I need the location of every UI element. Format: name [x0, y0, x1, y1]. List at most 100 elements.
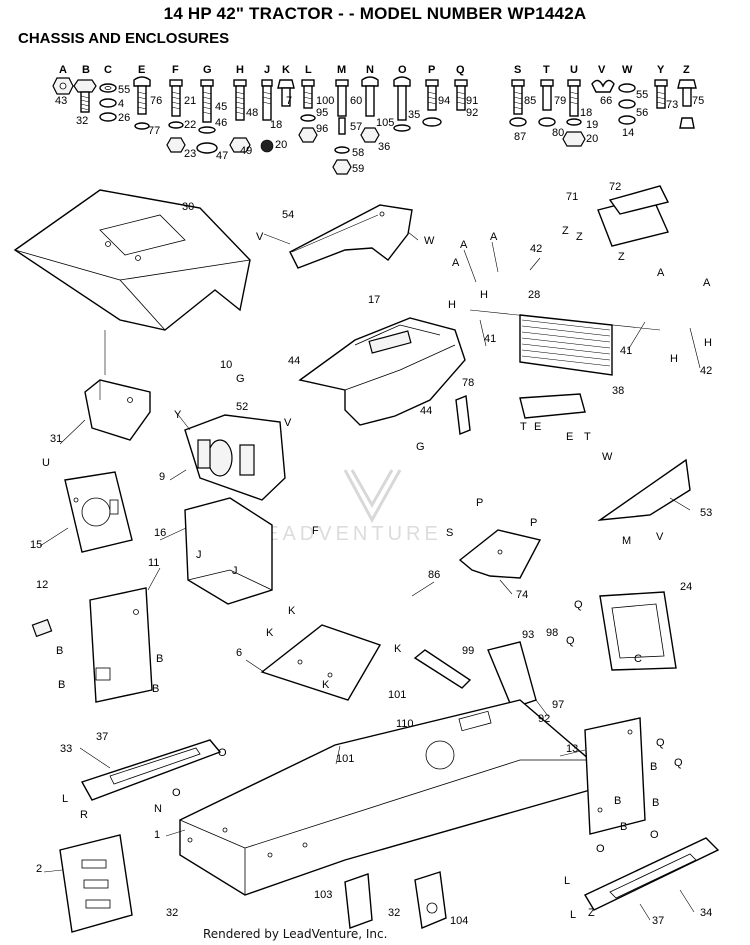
- hw-num: 55: [118, 84, 130, 96]
- callout: 37: [96, 731, 108, 743]
- hw-num: 22: [184, 119, 196, 131]
- ref-letter: B: [614, 795, 621, 807]
- hw-num: 14: [622, 127, 634, 139]
- ref-letter: F: [312, 525, 319, 537]
- hw-num: 35: [408, 109, 420, 121]
- hardware-letter-labels: A B C E F G H J K L M N O P Q S T U V W …: [59, 64, 690, 76]
- hw-num: 20: [586, 133, 598, 145]
- ref-letter: Q: [674, 757, 683, 769]
- ref-letter: K: [288, 605, 296, 617]
- part-decal-12: [31, 618, 53, 638]
- part-grille-cover: [298, 317, 466, 426]
- callout: 78: [462, 377, 474, 389]
- hw-num: 32: [76, 115, 88, 127]
- ref-letter: O: [172, 787, 181, 799]
- callout: 38: [612, 385, 624, 397]
- page-title: 14 HP 42" TRACTOR - - MODEL NUMBER WP144…: [163, 4, 587, 23]
- hw-letter-e: E: [138, 64, 145, 76]
- callout: 52: [236, 401, 248, 413]
- ref-letter: K: [266, 627, 274, 639]
- callout: 101: [388, 689, 406, 701]
- callout: 24: [680, 581, 692, 593]
- part-side-rail-54: [289, 204, 413, 269]
- footer-credit: Rendered by LeadVenture, Inc.: [203, 927, 388, 941]
- hw-letter-j: J: [264, 64, 270, 76]
- hw-num: 80: [552, 127, 564, 139]
- ref-letter: B: [652, 797, 659, 809]
- watermark-logo: LEADVENTURE: [250, 469, 442, 545]
- callout: 6: [236, 647, 242, 659]
- ref-letter: P: [530, 517, 537, 529]
- hw-num: 75: [692, 95, 704, 107]
- hw-num: 92: [466, 107, 478, 119]
- hardware-number-labels: 43 32 55 4 26 76 21 77 22 45 46 23 47 48…: [55, 84, 704, 175]
- hw-num: 36: [378, 141, 390, 153]
- part-bracket-74: [458, 529, 542, 579]
- part-dash-panel-9: [184, 414, 286, 501]
- hw-num: 73: [666, 99, 678, 111]
- callout: 9: [159, 471, 165, 483]
- ref-letter: V: [256, 231, 264, 243]
- part-bracket-93: [487, 641, 537, 709]
- hw-letter-n: N: [366, 64, 374, 76]
- hw-num: 49: [240, 145, 252, 157]
- part-bracket-103: [344, 873, 373, 929]
- ref-letter: O: [650, 829, 659, 841]
- ref-letter: G: [236, 373, 245, 385]
- hw-num: 55: [636, 89, 648, 101]
- callout: 30: [182, 201, 194, 213]
- ref-letter: J: [196, 549, 202, 561]
- ref-letter: A: [657, 267, 665, 279]
- callout: 16: [154, 527, 166, 539]
- section-subtitle: CHASSIS AND ENCLOSURES: [18, 30, 230, 47]
- ref-letter: Q: [656, 737, 665, 749]
- ref-letter: Z: [562, 225, 569, 237]
- watermark-text: LEADVENTURE: [250, 523, 442, 545]
- callout: 34: [700, 907, 712, 919]
- hw-letter-l: L: [305, 64, 312, 76]
- hw-num: 20: [275, 139, 287, 151]
- part-radiator-28: [469, 309, 661, 376]
- ref-letter: B: [58, 679, 65, 691]
- callout: 37: [652, 915, 664, 927]
- ref-letter: A: [703, 277, 711, 289]
- callout: 86: [428, 569, 440, 581]
- hw-num: 56: [636, 107, 648, 119]
- hw-letter-q: Q: [456, 64, 465, 76]
- ref-letter: J: [232, 565, 238, 577]
- hw-num: 18: [270, 119, 282, 131]
- callout: 110: [396, 718, 414, 730]
- hw-num: 26: [118, 112, 130, 124]
- callout: 104: [450, 915, 468, 927]
- part-shroud-16: [184, 497, 273, 605]
- hw-letter-z: Z: [683, 64, 690, 76]
- hw-num: 23: [184, 148, 196, 160]
- hw-num: 79: [554, 95, 566, 107]
- callout: 17: [368, 294, 380, 306]
- callout: 103: [314, 889, 332, 901]
- ref-letter: B: [156, 653, 163, 665]
- part-side-plate-13: [584, 717, 646, 835]
- callout: 41: [620, 345, 632, 357]
- callout: 12: [36, 579, 48, 591]
- hw-letter-u: U: [570, 64, 578, 76]
- hw-num: 19: [586, 119, 598, 131]
- part-bracket-104: [414, 871, 447, 929]
- part-bumper-frame-24: [599, 591, 677, 671]
- callout: 41: [484, 333, 496, 345]
- hw-num: 45: [215, 101, 227, 113]
- ref-letter: L: [564, 875, 570, 887]
- hw-num: 21: [184, 95, 196, 107]
- part-screen-frame: [597, 185, 670, 247]
- hw-num: 46: [215, 117, 227, 129]
- callout: 42: [700, 365, 712, 377]
- callout: 98: [546, 627, 558, 639]
- hw-letter-v: V: [598, 64, 606, 76]
- callout: 54: [282, 209, 294, 221]
- hw-letter-p: P: [428, 64, 435, 76]
- ref-letter: T: [584, 431, 591, 443]
- callout-labels: 30 54 17 71 72 42 28 41 41 42 10 44 52 4…: [30, 181, 712, 927]
- ref-letter: K: [394, 643, 402, 655]
- part-side-panel-53: [597, 458, 691, 521]
